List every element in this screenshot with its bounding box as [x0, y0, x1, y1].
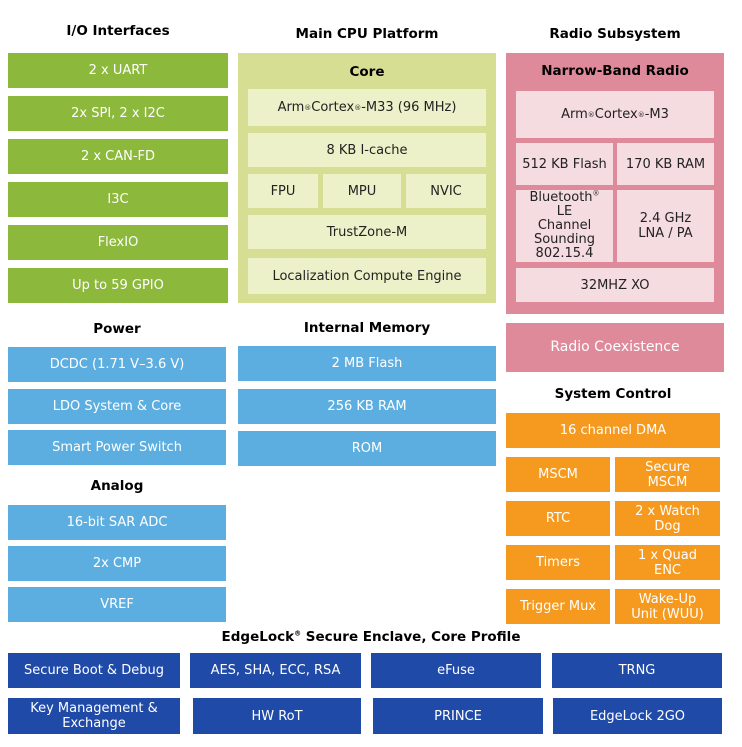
bt-line-2: Channel [537, 218, 592, 233]
core-nvic: NVIC [406, 174, 486, 208]
sysctl-mscm: MSCM [506, 457, 610, 492]
main-cpu-title: Main CPU Platform [295, 26, 439, 42]
core-arm-suffix: Cortex [311, 100, 355, 115]
core-mpu: MPU [323, 174, 401, 208]
sysctl-trigger-mux: Trigger Mux [506, 589, 610, 624]
bt-reg-mark: ® [592, 189, 600, 198]
edgelock-title: EdgeLock® Secure Enclave, Core Profile [0, 629, 742, 645]
radio-bluetooth-le: Bluetooth® LE Channel Sounding 802.15.4 [516, 190, 613, 262]
core-title: Core [349, 64, 385, 80]
lna-line-2: LNA / PA [638, 226, 693, 241]
radio-xo: 32MHZ XO [516, 268, 714, 302]
wakeup-line-2: Unit (WUU) [631, 606, 704, 622]
watchdog-line-2: Dog [654, 518, 681, 534]
edgelock-reg-mark: ® [294, 629, 302, 638]
io-interfaces-title: I/O Interfaces [66, 23, 170, 39]
radio-ram: 170 KB RAM [617, 143, 714, 185]
power-ldo: LDO System & Core [8, 389, 226, 424]
core-lce: Localization Compute Engine [248, 258, 486, 294]
core-arm-model: -M33 (96 MHz) [361, 100, 457, 115]
sysctl-watchdog: 2 x Watch Dog [615, 501, 720, 536]
io-flexio: FlexIO [8, 225, 228, 260]
key-mgmt-line-1: Key Management & [30, 701, 158, 716]
key-mgmt-line-2: Exchange [62, 716, 126, 731]
bt-prefix: Bluetooth [529, 190, 593, 205]
radio-lna-pa: 2.4 GHz LNA / PA [617, 190, 714, 262]
bt-line-4: 802.15.4 [535, 246, 594, 261]
sysctl-rtc: RTC [506, 501, 610, 536]
bt-line-3: Sounding [533, 232, 596, 247]
watchdog-line-1: 2 x Watch [635, 503, 700, 519]
radio-arm-model: -M3 [644, 107, 669, 122]
radio-arm-prefix: Arm [561, 107, 588, 122]
edgelock-secure-boot: Secure Boot & Debug [8, 653, 180, 688]
memory-rom: ROM [238, 431, 496, 466]
edgelock-efuse: eFuse [371, 653, 541, 688]
core-arm-cortex-m33: Arm® Cortex®-M33 (96 MHz) [248, 89, 486, 126]
radio-subsystem-title: Radio Subsystem [549, 26, 681, 42]
sysctl-quad-enc: 1 x Quad ENC [615, 545, 720, 580]
internal-memory-title: Internal Memory [303, 320, 431, 336]
edgelock-key-management: Key Management & Exchange [8, 698, 180, 734]
io-can-fd: 2 x CAN-FD [8, 139, 228, 174]
secure-mscm-line-2: MSCM [647, 474, 688, 490]
system-control-title: System Control [554, 386, 672, 402]
analog-title: Analog [90, 478, 144, 494]
wakeup-line-1: Wake-Up [638, 591, 697, 607]
edgelock-trng: TRNG [552, 653, 722, 688]
radio-flash: 512 KB Flash [516, 143, 613, 185]
secure-mscm-line-1: Secure [645, 459, 690, 475]
quadenc-line-1: 1 x Quad [638, 547, 697, 563]
io-i3c: I3C [8, 182, 228, 217]
sysctl-secure-mscm: Secure MSCM [615, 457, 720, 492]
analog-vref: VREF [8, 587, 226, 622]
radio-coexistence: Radio Coexistence [506, 323, 724, 372]
edgelock-title-suffix: Secure Enclave, Core Profile [301, 629, 521, 645]
analog-cmp: 2x CMP [8, 546, 226, 581]
narrow-band-radio-title: Narrow-Band Radio [541, 63, 689, 79]
analog-adc: 16-bit SAR ADC [8, 505, 226, 540]
edgelock-aes-sha: AES, SHA, ECC, RSA [190, 653, 361, 688]
core-icache: 8 KB I-cache [248, 133, 486, 167]
power-title: Power [93, 321, 141, 337]
sysctl-dma: 16 channel DMA [506, 413, 720, 448]
sysctl-wakeup-unit: Wake-Up Unit (WUU) [615, 589, 720, 624]
edgelock-hw-rot: HW RoT [193, 698, 361, 734]
edgelock-title-prefix: EdgeLock [221, 629, 295, 645]
sysctl-timers: Timers [506, 545, 610, 580]
quadenc-line-2: ENC [653, 562, 681, 578]
radio-arm-suffix: Cortex [594, 107, 638, 122]
bt-line-1: Bluetooth® LE [520, 189, 609, 219]
io-spi-i2c: 2x SPI, 2 x I2C [8, 96, 228, 131]
power-dcdc: DCDC (1.71 V–3.6 V) [8, 347, 226, 382]
radio-arm-cortex-m3: Arm® Cortex®-M3 [516, 91, 714, 138]
core-arm-prefix: Arm [277, 100, 305, 115]
memory-flash: 2 MB Flash [238, 346, 496, 381]
edgelock-2go: EdgeLock 2GO [553, 698, 722, 734]
power-smart-switch: Smart Power Switch [8, 430, 226, 465]
core-fpu: FPU [248, 174, 318, 208]
memory-ram: 256 KB RAM [238, 389, 496, 424]
io-gpio: Up to 59 GPIO [8, 268, 228, 303]
edgelock-prince: PRINCE [373, 698, 543, 734]
lna-line-1: 2.4 GHz [639, 211, 692, 226]
io-uart: 2 x UART [8, 53, 228, 88]
core-trustzone: TrustZone-M [248, 215, 486, 249]
bt-suffix: LE [556, 204, 573, 219]
